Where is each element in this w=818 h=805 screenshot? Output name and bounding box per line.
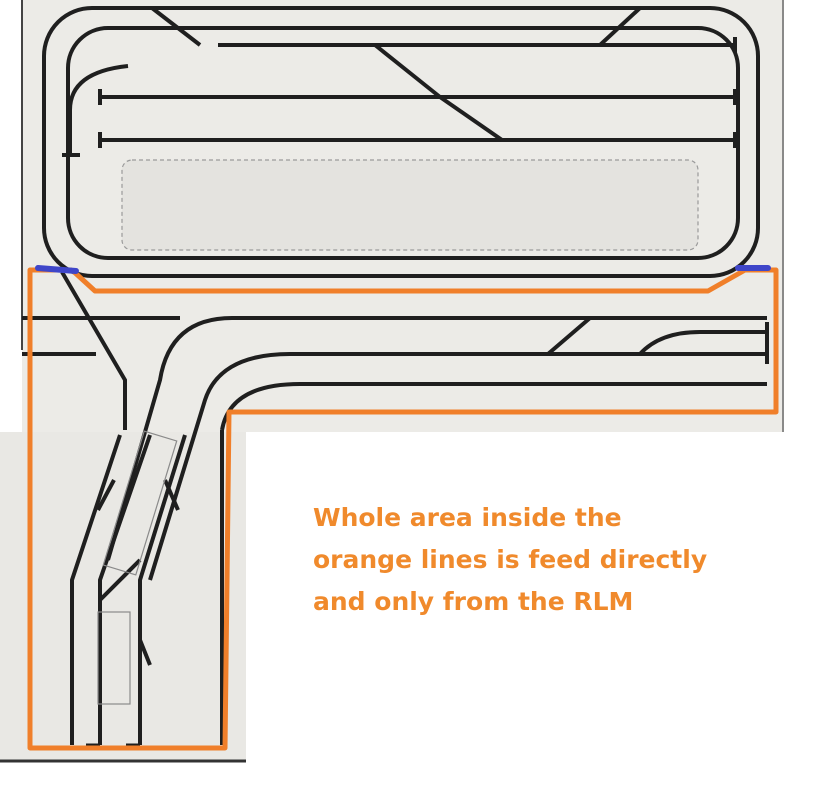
dashed-area-box (121, 159, 699, 251)
paper-lower-left (0, 432, 246, 762)
paper-strip-left (0, 350, 22, 432)
siding-end-stops (62, 37, 737, 157)
caption-line-1: Whole area inside the (313, 503, 622, 532)
lower-track-network (22, 270, 769, 745)
caption-line-3: and only from the RLM (313, 587, 634, 616)
platform-box-upper (102, 430, 178, 576)
caption-line-2: orange lines is feed directly (313, 545, 708, 574)
orange-feed-boundary (27, 267, 779, 751)
blue-marker-left (35, 265, 79, 274)
annotation-caption: Whole area inside the orange lines is fe… (313, 497, 793, 623)
upper-yard-sidings (68, 6, 735, 155)
platform-box-lower (97, 611, 131, 705)
